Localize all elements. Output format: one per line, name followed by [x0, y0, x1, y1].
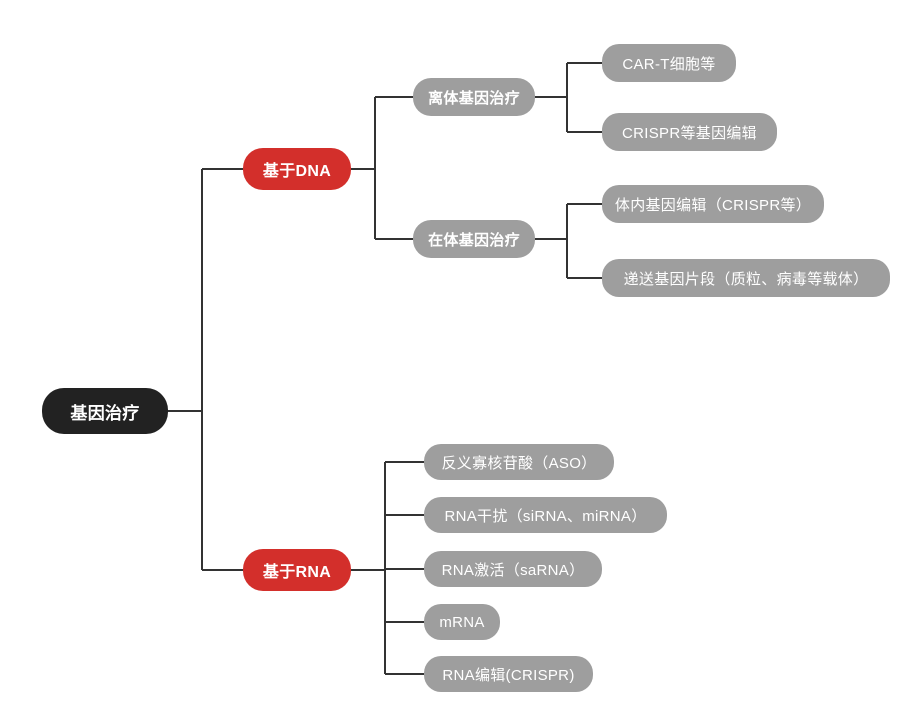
- root-node[interactable]: 基因治疗: [42, 388, 168, 434]
- child-node-2-3[interactable]: RNA激活（saRNA）: [424, 551, 602, 587]
- leaf-node-1-2-1[interactable]: 体内基因编辑（CRISPR等）: [602, 185, 824, 223]
- leaf-node-1-1-2[interactable]: CRISPR等基因编辑: [602, 113, 777, 151]
- leaf-node-1-1-1[interactable]: CAR-T细胞等: [602, 44, 736, 82]
- child-node-2-1[interactable]: 反义寡核苷酸（ASO）: [424, 444, 614, 480]
- branch-node-1[interactable]: 基于DNA: [243, 148, 351, 190]
- child-node-2-5[interactable]: RNA编辑(CRISPR): [424, 656, 593, 692]
- leaf-node-1-2-2[interactable]: 递送基因片段（质粒、病毒等载体）: [602, 259, 890, 297]
- child-node-2-2[interactable]: RNA干扰（siRNA、miRNA）: [424, 497, 667, 533]
- child-node-1-1[interactable]: 离体基因治疗: [413, 78, 535, 116]
- branch-node-2[interactable]: 基于RNA: [243, 549, 351, 591]
- child-node-2-4[interactable]: mRNA: [424, 604, 500, 640]
- child-node-1-2[interactable]: 在体基因治疗: [413, 220, 535, 258]
